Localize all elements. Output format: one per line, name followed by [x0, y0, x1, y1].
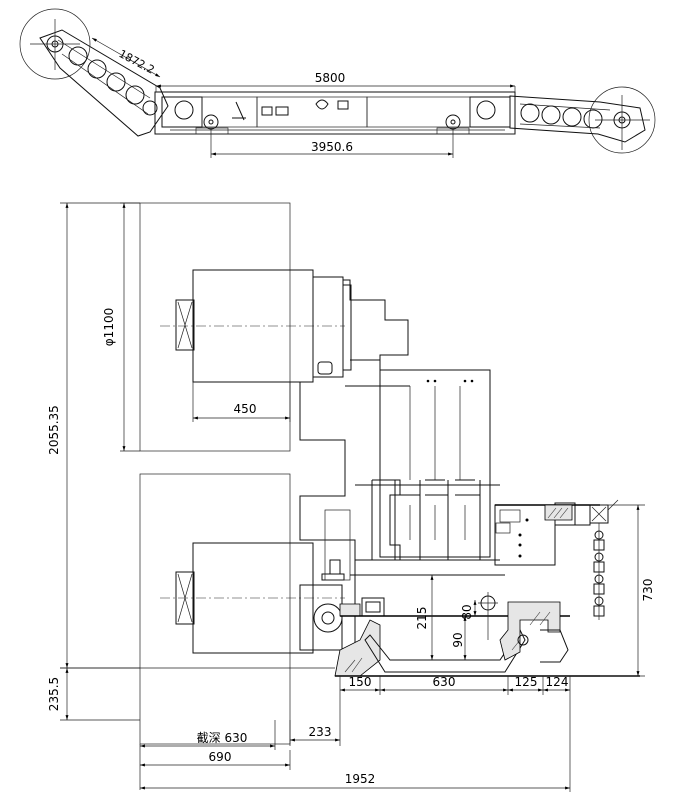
upper-drum — [160, 269, 352, 383]
dim-730-label: 730 — [641, 579, 655, 602]
dim-80-label: 80 — [460, 604, 474, 619]
dim-1872: 1872.2 — [91, 37, 161, 78]
dim-1952: 1952 — [140, 695, 571, 792]
dim-124-label: 124 — [546, 675, 569, 689]
dim-bottom-chain: 150 630 125 124 — [339, 675, 571, 695]
upper-drum-envelope — [139, 202, 291, 452]
main-body-plan — [350, 369, 505, 576]
dim-cut-depth-label: 截深 630 — [197, 731, 248, 745]
lower-drum — [160, 542, 345, 654]
dim-730: 730 — [600, 504, 655, 677]
dim-3950-label: 3950.6 — [311, 140, 353, 154]
dim-cut-depth: 截深 630 — [139, 720, 276, 790]
lower-drum-envelope — [139, 473, 291, 745]
right-ranging-arm — [509, 95, 650, 150]
left-drum-circle — [19, 8, 91, 80]
gearbox-housing — [299, 279, 410, 660]
dim-diameter-1100: φ1100 — [102, 202, 140, 452]
haulage-section — [334, 592, 640, 677]
dim-3950: 3950.6 — [210, 129, 454, 158]
dim-5800-label: 5800 — [315, 71, 346, 85]
dim-235: 235.5 — [47, 667, 335, 721]
dim-235-label: 235.5 — [47, 677, 61, 711]
dim-690: 690 — [140, 750, 291, 770]
right-end-section — [494, 502, 600, 566]
dim-150-label: 150 — [349, 675, 372, 689]
dim-690-label: 690 — [209, 750, 232, 764]
dim-630-label: 630 — [433, 675, 456, 689]
dim-215-label: 215 — [415, 607, 429, 630]
dim-233: 233 — [289, 695, 341, 746]
dim-1952-label: 1952 — [345, 772, 376, 786]
dim-90-label: 90 — [451, 632, 465, 647]
dim-450: 450 — [192, 382, 291, 422]
dim-233-label: 233 — [309, 725, 332, 739]
cable-chain — [589, 499, 619, 620]
left-ranging-arm — [30, 19, 169, 137]
plan-view: φ1100 450 2055.35 235.5 730 — [47, 202, 655, 792]
dim-450-label: 450 — [234, 402, 257, 416]
dim-2055-label: 2055.35 — [47, 405, 61, 455]
dim-5800: 5800 — [155, 71, 516, 92]
main-body — [154, 91, 516, 135]
dim-diameter-1100-label: φ1100 — [102, 308, 116, 346]
right-drum-circle — [588, 86, 656, 154]
dim-215: 215 — [415, 575, 434, 660]
dim-125-label: 125 — [515, 675, 538, 689]
dim-1872-label: 1872.2 — [117, 47, 157, 77]
side-view: 5800 3950.6 1872.2 — [19, 8, 656, 158]
dim-90-80: 90 80 — [451, 600, 477, 660]
dim-2055: 2055.35 — [47, 202, 140, 669]
